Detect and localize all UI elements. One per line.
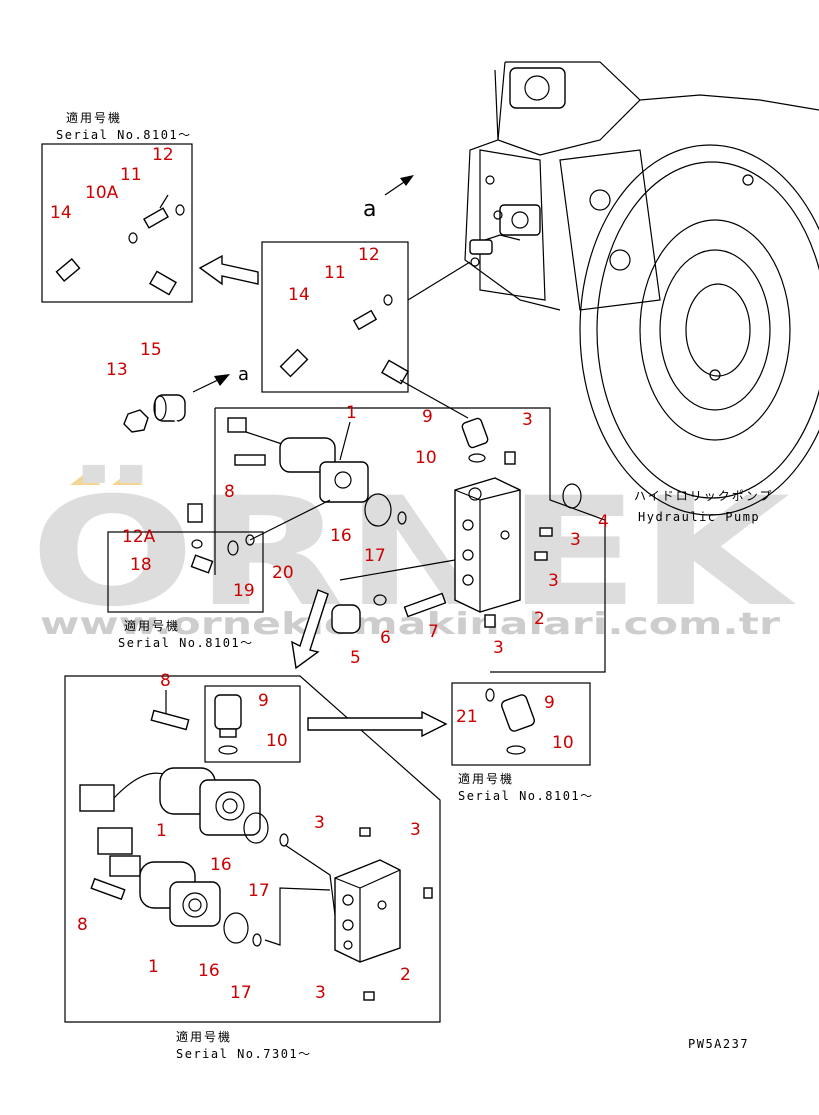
callout-17: 17 [364,546,386,566]
pump-label-en: Hydraulic Pump [638,510,760,524]
callout-15: 15 [140,340,162,360]
transfer-arrow-down [291,589,329,670]
callout-pipe-11: 11 [324,263,346,283]
view-label-upper: a [363,197,376,222]
callout-right-21: 21 [456,707,478,727]
serial-jp-right: 適用号機 [458,771,514,786]
callout-top-left-14: 14 [50,203,72,223]
callout-9: 9 [422,407,433,427]
callout-pipe-14: 14 [288,285,310,305]
callout-bottom-9: 9 [258,691,269,711]
callout-pipe-12: 12 [358,245,380,265]
callout-16: 16 [330,526,352,546]
callout-19: 19 [233,581,255,601]
callout-bottom-17-lower: 17 [230,983,252,1003]
callout-18: 18 [130,555,152,575]
serial-number-middle-left: Serial No.8101～ [118,636,254,650]
callout-6: 6 [380,628,391,648]
serial-jp-top-left: 適用号機 [66,110,122,125]
transfer-arrow-right [307,710,448,738]
callout-5: 5 [350,648,361,668]
callout-bottom-16-upper: 16 [210,855,232,875]
callout-8: 8 [224,482,235,502]
hydraulic-pump-drawing [464,61,819,516]
callout-3-bottom: 3 [493,638,504,658]
pump-label-jp: ハイドロリックポンプ [634,489,773,503]
callout-bottom-2: 2 [400,965,411,985]
callout-7: 7 [428,622,439,642]
callout-bottom-3-top-left: 3 [314,813,325,833]
callout-bottom-10: 10 [266,731,288,751]
view-arrow-upper: a [363,175,414,222]
drawing-code: PW5A237 [688,1037,749,1051]
callout-bottom-1-upper: 1 [156,821,167,841]
callout-1: 1 [346,403,357,423]
main-assembly: 1 8 9 10 3 4 3 3 16 17 2 3 5 [214,379,609,673]
callout-13: 13 [106,360,128,380]
callout-bottom-1-lower: 1 [148,957,159,977]
callout-3-mid: 3 [548,571,559,591]
callout-top-left-11: 11 [120,165,142,185]
hose-assembly: 15 13 [106,340,203,523]
detail-box-middle-left: 12A 18 19 20 適用号機 Serial No.8101～ [107,527,294,650]
serial-jp-middle-left: 適用号機 [124,618,180,633]
detail-box-top-left: 適用号機 Serial No.8101～ 12 11 10A 14 [41,110,193,303]
callout-right-10: 10 [552,733,574,753]
callout-bottom-8: 8 [160,671,171,691]
callout-top-left-10A: 10A [85,183,119,203]
callout-12A: 12A [122,527,156,547]
watermark-accent-left [70,468,100,485]
serial-number-bottom: Serial No.7301～ [176,1047,312,1061]
callout-right-9: 9 [544,693,555,713]
detail-box-right: 21 9 10 適用号機 Serial No.8101～ [451,682,594,803]
callout-bottom-3-top-right: 3 [410,820,421,840]
detail-box-pipe: 12 11 14 [261,241,471,393]
callout-bottom-16-lower: 16 [198,961,220,981]
view-arrow-lower: a [192,364,249,393]
serial-jp-bottom: 適用号機 [176,1029,232,1044]
callout-3-right: 3 [570,530,581,550]
serial-number-right: Serial No.8101～ [458,789,594,803]
callout-bottom-8-lower: 8 [77,915,88,935]
callout-2: 2 [534,609,545,629]
view-label-lower: a [238,364,249,385]
callout-20: 20 [272,563,294,583]
watermark-accent-right [112,468,142,485]
serial-number-top-left: Serial No.8101～ [56,128,192,142]
callout-10: 10 [415,448,437,468]
callout-bottom-3-low: 3 [315,983,326,1003]
transfer-arrow-top [198,254,259,286]
callout-3-top: 3 [522,410,533,430]
callout-top-left-12: 12 [152,145,174,165]
detail-box-bottom: 8 9 10 1 8 1 16 17 16 17 [64,671,441,1061]
callout-bottom-17-upper: 17 [248,881,270,901]
callout-4: 4 [598,512,609,532]
